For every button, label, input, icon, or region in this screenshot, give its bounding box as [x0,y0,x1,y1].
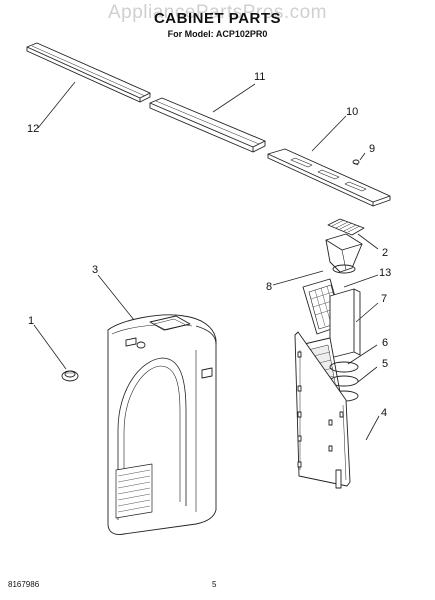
callout-9: 9 [369,143,375,155]
document-number: 8167986 [8,580,40,589]
part-11-trim-strip [149,97,266,153]
part-12-trim-strip [26,42,151,103]
part-2-grille [327,218,365,236]
callout-1: 1 [28,315,34,327]
callout-6: 6 [382,337,388,349]
leader-lines [33,81,380,441]
part-8-exhaust-adapter [325,233,363,274]
page-title: CABINET PARTS [153,10,282,27]
part-4-back-panel [294,331,351,489]
watermark: AppliancePartsPros.com [107,2,328,23]
callout-13: 13 [379,267,391,279]
callout-3: 3 [92,264,98,276]
callout-5: 5 [382,358,388,370]
part-7-rear-panel [329,288,361,359]
callout-4: 4 [381,407,387,419]
model-subtitle: For Model: ACP102PR0 [167,29,268,39]
callout-11: 11 [254,71,265,83]
part-1-knob [61,370,79,382]
callout-8: 8 [266,281,272,293]
callout-12: 12 [27,123,39,135]
part-9-screw [352,159,360,166]
part-10-trim-strip [267,148,391,207]
page-number: 5 [212,580,217,589]
callout-10: 10 [346,106,358,118]
callout-2: 2 [382,247,388,259]
callout-7: 7 [381,293,387,305]
part-3-cabinet [107,314,217,535]
